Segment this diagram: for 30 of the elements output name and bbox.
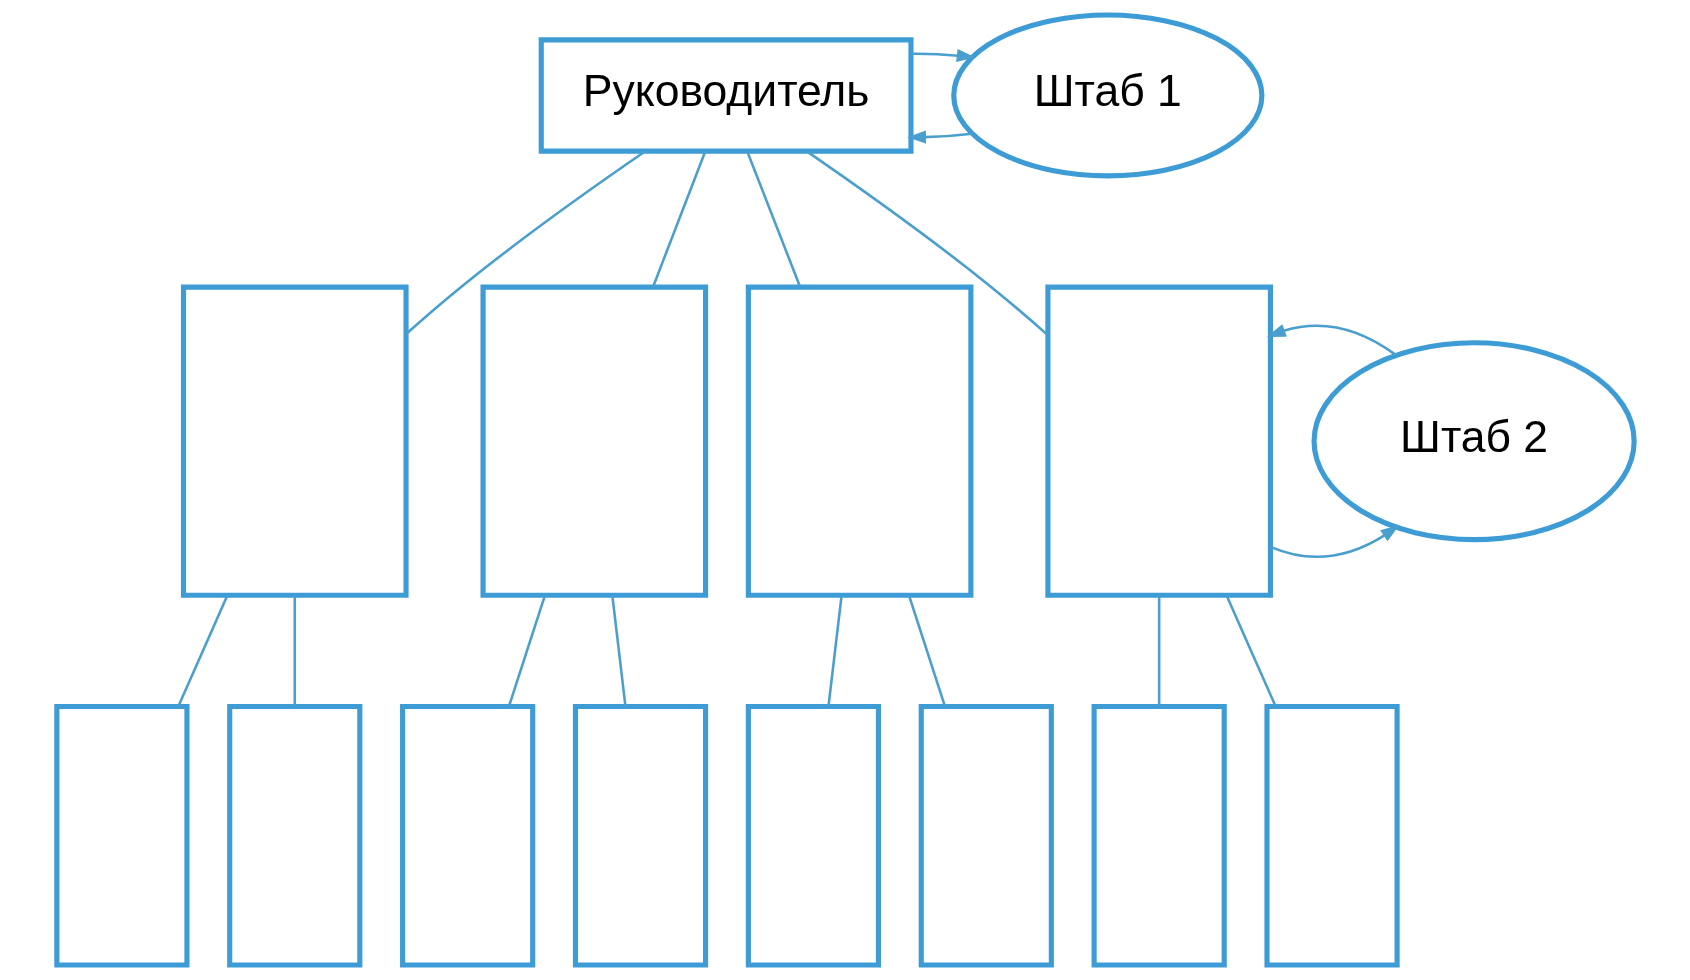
- connector: [293, 595, 296, 706]
- connector: [907, 595, 946, 707]
- connector: [610, 595, 627, 707]
- node-ellipse: Штаб 1: [950, 12, 1264, 179]
- node-box: [399, 703, 535, 968]
- node-box: [180, 284, 409, 598]
- node-box: [226, 703, 362, 968]
- connector: [745, 150, 801, 287]
- node-box: [918, 703, 1054, 968]
- node-box: [480, 284, 708, 598]
- arrow: [910, 49, 976, 63]
- connector: [507, 595, 546, 707]
- node-box: [1091, 703, 1227, 968]
- arrow: [906, 130, 972, 144]
- connector: [651, 150, 706, 287]
- node-box: [1263, 703, 1400, 968]
- connector: [176, 595, 228, 707]
- arrow: [1266, 324, 1397, 357]
- connector: [826, 595, 843, 707]
- node-box: [53, 703, 189, 968]
- node-box: [745, 703, 881, 968]
- node-box: Руководитель: [538, 37, 914, 154]
- arrow: [1269, 525, 1399, 558]
- node-box: [572, 703, 708, 968]
- node-box: [1044, 284, 1273, 598]
- connector: [805, 150, 1048, 336]
- connector: [1225, 595, 1277, 707]
- connector: [1157, 595, 1160, 706]
- connector: [404, 150, 646, 335]
- node-box: [745, 284, 973, 598]
